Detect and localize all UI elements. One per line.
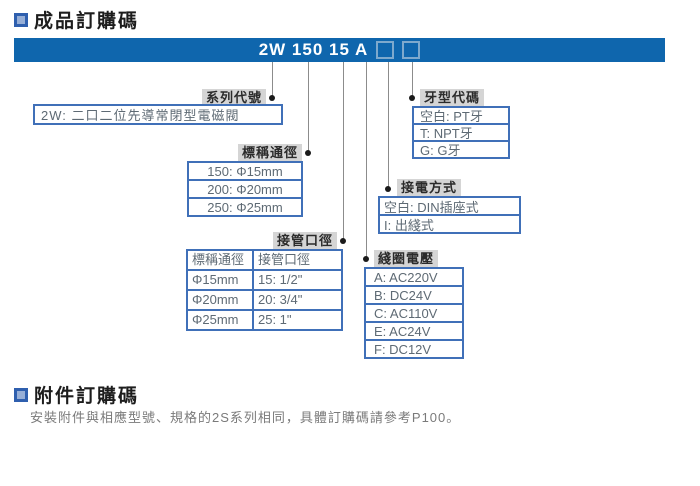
- table-row: G: G牙: [412, 140, 510, 159]
- label-wiring-type: 接電方式: [397, 179, 462, 196]
- table-cell: Φ15mm: [188, 271, 254, 289]
- label-pipe-size: 接管口徑: [272, 232, 337, 249]
- table-row: E: AC24V: [364, 321, 464, 341]
- table-row: 空白: DIN插座式: [378, 196, 521, 216]
- accessory-note-text: 安裝附件與相應型號、規格的2S系列相同，具體訂購碼請參考P100。: [30, 410, 461, 425]
- table-row: I: 出綫式: [378, 214, 521, 234]
- wiring-type-table: 空白: DIN插座式 I: 出綫式: [378, 196, 521, 234]
- nominal-diameter-table: 150: Φ15mm 200: Φ20mm 250: Φ25mm: [187, 161, 303, 217]
- table-row: A: AC220V: [364, 267, 464, 287]
- table-row: 150: Φ15mm: [187, 161, 303, 181]
- table-row: 200: Φ20mm: [187, 179, 303, 199]
- table-row: F: DC12V: [364, 339, 464, 359]
- table-row: C: AC110V: [364, 303, 464, 323]
- section-bullet-icon: [14, 13, 28, 27]
- connector-line-pipe: [343, 62, 344, 240]
- table-header-cell: 標稱通徑: [188, 251, 254, 269]
- connector-line-series: [272, 62, 273, 97]
- table-row: Φ25mm 25: 1": [188, 309, 341, 329]
- connector-line-thread: [412, 62, 413, 97]
- series-value-box: 2W: 二口二位先導常閉型電磁閥: [33, 104, 283, 125]
- connector-line-wiring: [388, 62, 389, 188]
- table-header-cell: 接管口徑: [258, 252, 311, 267]
- table-header-row: 標稱通徑 接管口徑: [188, 251, 341, 269]
- label-coil-voltage: 綫圈電壓: [374, 250, 439, 267]
- table-row: 250: Φ25mm: [187, 197, 303, 217]
- pipe-size-table: 標稱通徑 接管口徑 Φ15mm 15: 1/2" Φ20mm 20: 3/4" …: [186, 249, 343, 331]
- section-title-accessory-order-code: 附件訂購碼: [34, 386, 140, 407]
- label-nominal-diameter: 標稱通徑: [237, 144, 302, 161]
- connector-line-voltage: [366, 62, 367, 258]
- model-code-banner: 2W 150 15 A: [14, 38, 665, 62]
- table-cell: Φ20mm: [188, 291, 254, 309]
- code-placeholder-box: [376, 41, 395, 59]
- table-row: Φ20mm 20: 3/4": [188, 289, 341, 309]
- connector-dot-wiring: [385, 186, 391, 192]
- connector-dot-diameter: [305, 150, 311, 156]
- table-row: Φ15mm 15: 1/2": [188, 269, 341, 289]
- section-bullet-icon: [14, 388, 28, 402]
- table-cell: 15: 1/2": [258, 272, 303, 287]
- thread-code-table: 空白: PT牙 T: NPT牙 G: G牙: [412, 106, 510, 159]
- table-cell: 25: 1": [258, 312, 292, 327]
- section-title-product-order-code: 成品訂購碼: [34, 11, 140, 32]
- label-series-code: 系列代號: [201, 89, 266, 106]
- coil-voltage-table: A: AC220V B: DC24V C: AC110V E: AC24V F:…: [364, 267, 464, 359]
- connector-line-diameter: [308, 62, 309, 152]
- series-value-row: 2W: 二口二位先導常閉型電磁閥: [33, 104, 283, 125]
- connector-dot-thread: [409, 95, 415, 101]
- table-row: T: NPT牙: [412, 123, 510, 142]
- connector-dot-voltage: [363, 256, 369, 262]
- connector-dot-pipe: [340, 238, 346, 244]
- table-row: B: DC24V: [364, 285, 464, 305]
- table-cell: Φ25mm: [188, 311, 254, 329]
- code-placeholder-box: [402, 41, 421, 59]
- connector-dot-series: [269, 95, 275, 101]
- label-thread-code: 牙型代碼: [420, 89, 485, 106]
- model-code-text: 2W 150 15 A: [258, 40, 369, 59]
- table-cell: 20: 3/4": [258, 292, 303, 307]
